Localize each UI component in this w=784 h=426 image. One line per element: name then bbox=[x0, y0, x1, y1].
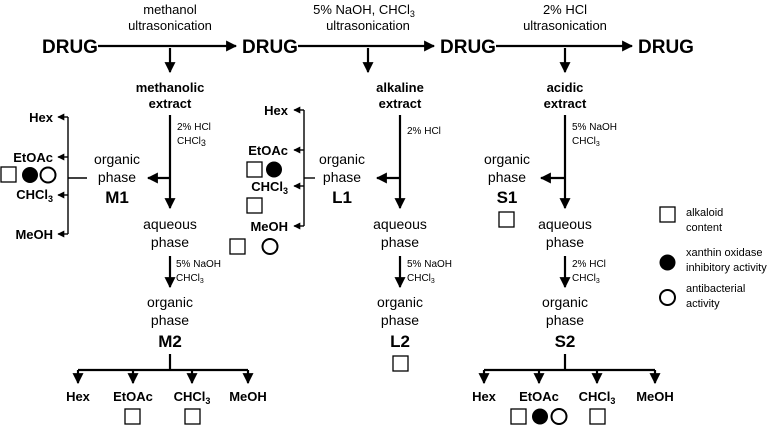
m1-chcl3-label: CHCl3 bbox=[16, 187, 53, 204]
l-aqueous-phase-label: phase bbox=[381, 234, 419, 250]
s1-code: S1 bbox=[497, 188, 518, 207]
l1-meoh-alkaloid-icon bbox=[229, 238, 246, 255]
s1-alkaloid-icon bbox=[498, 211, 515, 228]
s2-chcl3-label: CHCl3 bbox=[579, 389, 616, 406]
step3-method: ultrasonication bbox=[523, 18, 607, 33]
legend-alkaloid-icon bbox=[659, 206, 676, 223]
s-aqueous-label: aqueous bbox=[538, 216, 592, 232]
m2-etoac-alkaloid-icon bbox=[124, 408, 141, 425]
l1-etoac-label: EtOAc bbox=[248, 143, 288, 158]
alkaline-extract-label-2: extract bbox=[379, 96, 422, 111]
s2-hex-label: Hex bbox=[472, 389, 497, 404]
m1-meoh-label: MeOH bbox=[15, 227, 53, 242]
m2-hex-label: Hex bbox=[66, 389, 91, 404]
m1-etoac-xo-icon bbox=[22, 167, 38, 183]
drug-label-3: DRUG bbox=[440, 37, 496, 58]
m1-code: M1 bbox=[105, 188, 129, 207]
s2-etoac-label: EtOAc bbox=[519, 389, 559, 404]
s-reagent-naoh: 5% NaOH bbox=[572, 122, 617, 133]
m2-reagent-naoh: 5% NaOH bbox=[176, 259, 221, 270]
l2-code: L2 bbox=[390, 332, 410, 351]
drug-label-1: DRUG bbox=[42, 37, 98, 58]
l1-chcl3-label: CHCl3 bbox=[251, 179, 288, 196]
m2-phase-label: phase bbox=[151, 312, 189, 328]
l-aqueous-label: aqueous bbox=[373, 216, 427, 232]
s2-phase-label: phase bbox=[546, 312, 584, 328]
m2-organic-label: organic bbox=[147, 294, 193, 310]
step2-method: ultrasonication bbox=[326, 18, 410, 33]
l1-code: L1 bbox=[332, 188, 352, 207]
l1-chcl3-alkaloid-icon bbox=[246, 197, 263, 214]
l2-alkaloid-icon bbox=[392, 355, 409, 372]
legend-antibacterial-label-2: activity bbox=[686, 298, 720, 310]
m1-organic-label: organic bbox=[94, 151, 140, 167]
s2-reagent-chcl3: CHCl3 bbox=[572, 273, 600, 285]
drug-label-2: DRUG bbox=[242, 37, 298, 58]
acidic-extract-label: acidic bbox=[547, 80, 584, 95]
m1-hex-label: Hex bbox=[29, 110, 54, 125]
l1-phase-label: phase bbox=[323, 169, 361, 185]
legend-xo-label-2: inhibitory activity bbox=[686, 262, 767, 274]
m1-etoac-alkaloid-icon bbox=[0, 166, 17, 183]
s2-etoac-xo-icon bbox=[532, 408, 548, 425]
legend-antibacterial-icon bbox=[659, 289, 676, 306]
m-reagent-hcl: 2% HCl bbox=[177, 122, 211, 133]
l2-reagent-naoh: 5% NaOH bbox=[407, 259, 452, 270]
s-reagent-chcl3: CHCl3 bbox=[572, 136, 600, 148]
s1-organic-label: organic bbox=[484, 151, 530, 167]
s2-etoac-alkaloid-icon bbox=[510, 408, 527, 425]
legend-antibacterial-label: antibacterial bbox=[686, 283, 745, 295]
legend-xo-icon bbox=[659, 254, 676, 271]
legend-alkaloid-label: alkaloid bbox=[686, 207, 723, 219]
legend-xo-label: xanthin oxidase bbox=[686, 247, 762, 259]
m2-code: M2 bbox=[158, 332, 182, 351]
m2-meoh-label: MeOH bbox=[229, 389, 267, 404]
m-aqueous-phase-label: phase bbox=[151, 234, 189, 250]
m1-etoac-label: EtOAc bbox=[13, 150, 53, 165]
l1-organic-label: organic bbox=[319, 151, 365, 167]
step1-method: ultrasonication bbox=[128, 18, 212, 33]
legend-alkaloid-label-2: content bbox=[686, 222, 722, 234]
m-aqueous-label: aqueous bbox=[143, 216, 197, 232]
m1-etoac-antibacterial-icon bbox=[39, 166, 57, 184]
s-aqueous-phase-label: phase bbox=[546, 234, 584, 250]
methanolic-extract-label-2: extract bbox=[149, 96, 192, 111]
l-reagent-hcl: 2% HCl bbox=[407, 126, 441, 137]
s2-chcl3-alkaloid-icon bbox=[589, 408, 606, 425]
acidic-extract-label-2: extract bbox=[544, 96, 587, 111]
l1-etoac-alkaloid-icon bbox=[246, 161, 263, 178]
m-reagent-chcl3: CHCl3 bbox=[177, 136, 206, 148]
s2-organic-label: organic bbox=[542, 294, 588, 310]
m2-chcl3-alkaloid-icon bbox=[184, 408, 201, 425]
step3-condition: 2% HCl bbox=[543, 2, 587, 17]
s2-etoac-antibacterial-icon bbox=[550, 408, 568, 425]
alkaline-extract-label: alkaline bbox=[376, 80, 424, 95]
l2-organic-label: organic bbox=[377, 294, 423, 310]
step2-condition: 5% NaOH, CHCl3 bbox=[313, 2, 415, 19]
l2-phase-label: phase bbox=[381, 312, 419, 328]
m2-chcl3-label: CHCl3 bbox=[174, 389, 211, 406]
l1-hex-label: Hex bbox=[264, 103, 289, 118]
m2-etoac-label: EtOAc bbox=[113, 389, 153, 404]
l1-meoh-label: MeOH bbox=[250, 219, 288, 234]
l1-etoac-xo-icon bbox=[266, 161, 282, 178]
step1-condition: methanol bbox=[143, 2, 197, 17]
methanolic-extract-label: methanolic bbox=[136, 80, 205, 95]
legend: alkaloid content xanthin oxidase inhibit… bbox=[659, 206, 767, 310]
m2-reagent-chcl3: CHCl3 bbox=[176, 273, 204, 285]
s2-reagent-hcl: 2% HCl bbox=[572, 259, 606, 270]
s2-meoh-label: MeOH bbox=[636, 389, 674, 404]
l1-meoh-antibacterial-icon bbox=[261, 238, 279, 255]
m1-phase-label: phase bbox=[98, 169, 136, 185]
l2-reagent-chcl3: CHCl3 bbox=[407, 273, 435, 285]
s1-phase-label: phase bbox=[488, 169, 526, 185]
drug-label-4: DRUG bbox=[638, 37, 694, 58]
s2-code: S2 bbox=[555, 332, 576, 351]
